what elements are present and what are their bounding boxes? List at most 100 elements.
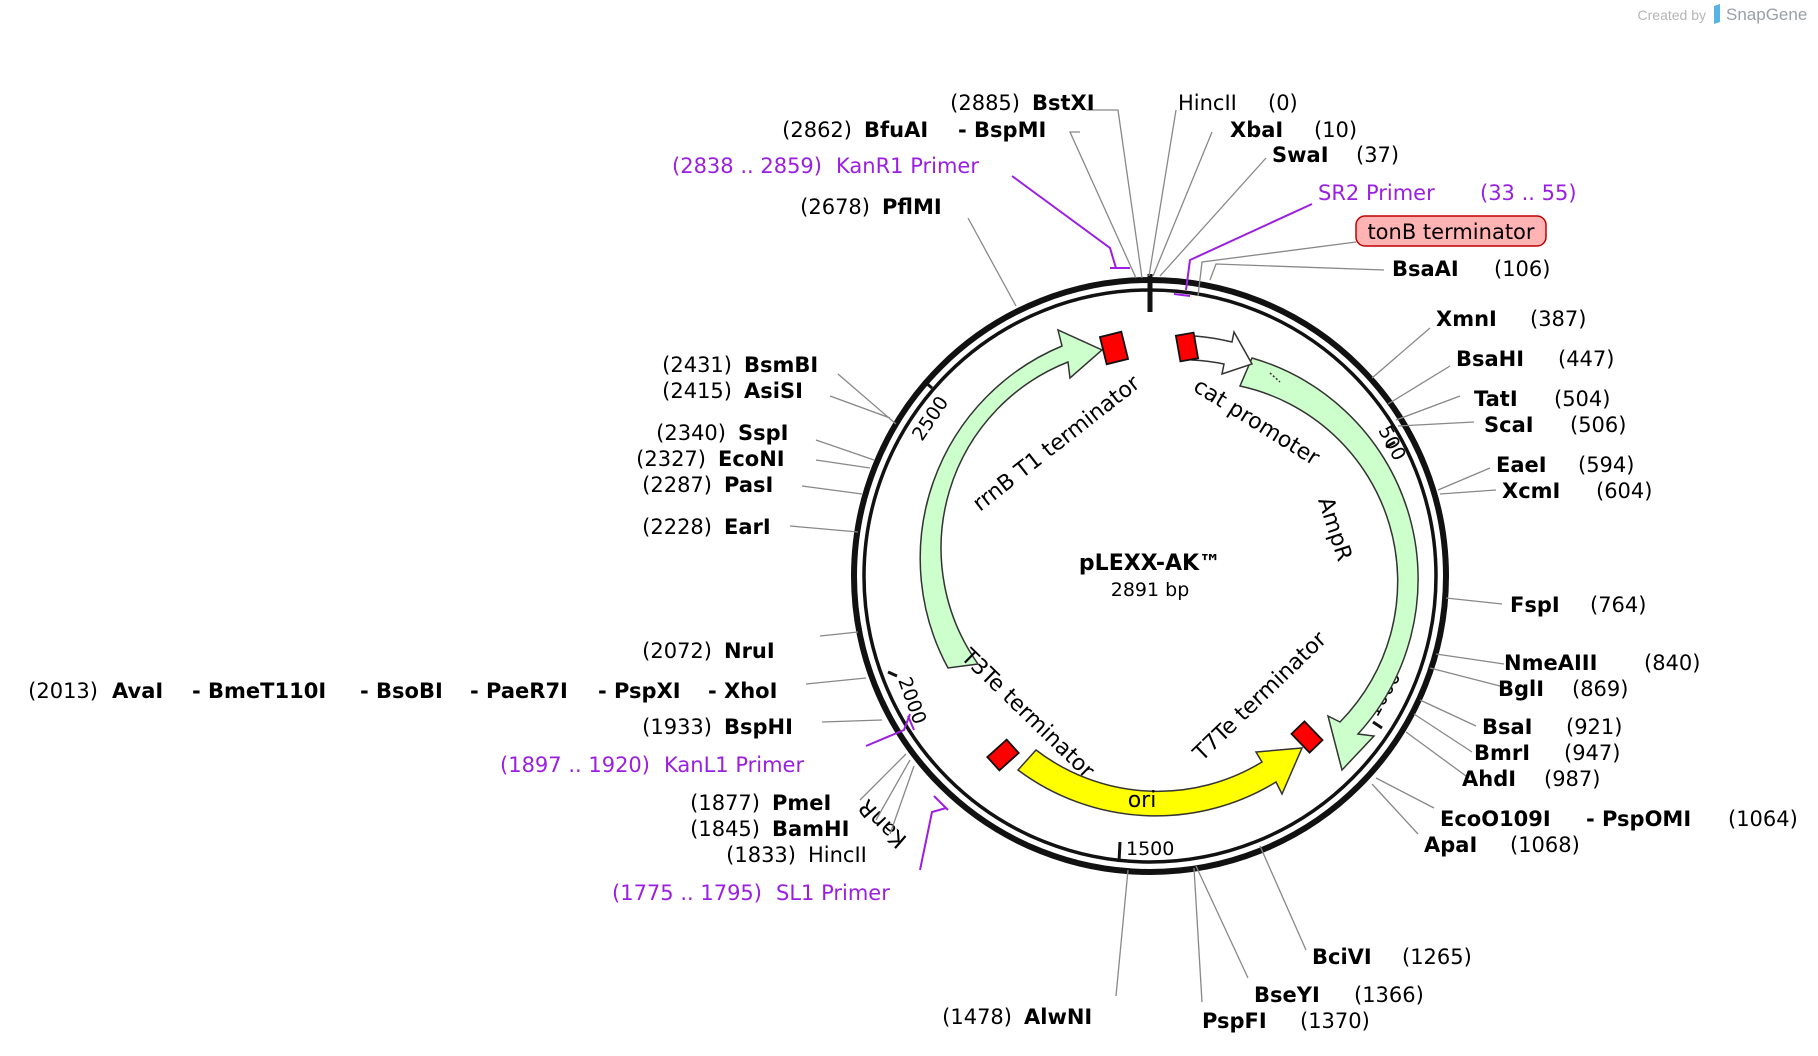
site-name-scai: ScaI	[1484, 413, 1534, 437]
plasmid-size: 2891 bp	[1111, 579, 1190, 601]
primer-range-sr2: (33 .. 55)	[1480, 181, 1577, 205]
feature-tonb[interactable]: tonB terminator	[1197, 215, 1547, 297]
site-name-bfuai: BfuAI	[864, 118, 928, 142]
site-pos-bsphi: (1933)	[642, 715, 712, 739]
site-bstxi[interactable]: (2885)BstXI	[950, 91, 1094, 115]
site-pasi[interactable]: (2287) PasI	[642, 473, 773, 497]
tick-label-1500: 1500	[1126, 838, 1174, 860]
snapgene-credit[interactable]: Created by SnapGene	[1638, 4, 1808, 24]
site-pos-bsaai: (106)	[1494, 257, 1550, 281]
site-name-bgli: BglI	[1498, 677, 1544, 701]
site-pos-pasi: (2287)	[642, 473, 712, 497]
site-pos-bcivi: (1265)	[1402, 945, 1472, 969]
site-avai[interactable]: (2013) AvaI - BmeT110I - BsoBI - PaeR7I …	[28, 679, 777, 703]
site-pos-fspi: (764)	[1590, 593, 1646, 617]
site-xbai[interactable]: XbaI(10)	[1230, 118, 1357, 142]
site-bamhi[interactable]: (1845)BamHI	[690, 817, 849, 841]
site-name-bmri: BmrI	[1474, 741, 1530, 765]
site-pos-nrui: (2072)	[642, 639, 712, 663]
plasmid-title: pLEXX-AK™ 2891 bp	[1079, 551, 1221, 601]
site-name-paer7i: - PaeR7I	[470, 679, 568, 703]
site-pos-xbai: (10)	[1314, 118, 1357, 142]
site-pos-hincii-1833: (1833)	[726, 843, 796, 867]
primer-range-kanr1: (2838 .. 2859)	[672, 154, 822, 178]
site-name-bseyi: BseYI	[1254, 983, 1320, 1007]
site-pos-eaei: (594)	[1578, 453, 1634, 477]
site-bfuai[interactable]: (2862)BfuAI- BspMI	[782, 118, 1046, 142]
site-bgli[interactable]: BglI(869)	[1498, 677, 1628, 701]
site-pos-bseyi: (1366)	[1354, 983, 1424, 1007]
site-econi[interactable]: (2327)EcoNI	[636, 447, 784, 471]
site-bsmbi[interactable]: (2431)BsmBI	[662, 353, 818, 377]
site-ecoo109i[interactable]: EcoO109I- PspOMI(1064)	[1440, 807, 1798, 831]
site-alwni[interactable]: (1478)AlwNI	[942, 1005, 1092, 1029]
site-eari[interactable]: (2228)EarI	[642, 515, 771, 539]
snapgene-logo-icon	[1714, 4, 1720, 24]
site-nmeaiii[interactable]: NmeAIII(840)	[1504, 651, 1700, 675]
site-xcmi[interactable]: XcmI(604)	[1502, 479, 1652, 503]
site-bsahi[interactable]: BsaHI(447)	[1456, 347, 1614, 371]
site-pflmi[interactable]: (2678)PflMI	[800, 195, 942, 219]
site-name-bcivi: BciVI	[1312, 945, 1372, 969]
primer-sl1[interactable]: (1775 .. 1795)SL1 Primer	[612, 881, 890, 905]
primer-kanl1[interactable]: (1897 .. 1920)KanL1 Primer	[500, 753, 804, 777]
site-apai[interactable]: ApaI(1068)	[1424, 833, 1580, 857]
primer-kanr1[interactable]: (2838 .. 2859)KanR1 Primer	[672, 154, 979, 178]
site-name-pasi: PasI	[724, 473, 773, 497]
site-eaei[interactable]: EaeI(594)	[1496, 453, 1634, 477]
primer-sr2[interactable]: SR2 Primer (33 .. 55)	[1318, 181, 1577, 205]
site-swai[interactable]: SwaI(37)	[1272, 143, 1399, 167]
site-scai[interactable]: ScaI (506)	[1484, 413, 1626, 437]
site-name-bamhi: BamHI	[772, 817, 849, 841]
site-pos-nmeaiii: (840)	[1644, 651, 1700, 675]
credit-created-by: Created by	[1638, 7, 1706, 23]
site-hincii-0[interactable]: HincII(0)	[1178, 91, 1298, 115]
site-name-bsaai: BsaAI	[1392, 257, 1459, 281]
primer-labels: (2838 .. 2859)KanR1 Primer SR2 Primer (33…	[500, 154, 1577, 905]
credit-brand: SnapGene	[1726, 5, 1807, 24]
site-name-bsmbi: BsmBI	[744, 353, 818, 377]
site-name-tati: TatI	[1474, 387, 1518, 411]
site-name-pspfi: PspFI	[1202, 1009, 1267, 1033]
primer-label-kanl1: KanL1 Primer	[664, 753, 804, 777]
site-tati[interactable]: TatI(504)	[1474, 387, 1610, 411]
site-bcivi[interactable]: BciVI (1265)	[1312, 945, 1472, 969]
site-fspi[interactable]: FspI(764)	[1510, 593, 1646, 617]
primer-label-sr2: SR2 Primer	[1318, 181, 1435, 205]
site-sspi[interactable]: (2340)SspI	[656, 421, 788, 445]
site-pos-xmni: (387)	[1530, 307, 1586, 331]
feature-t7te[interactable]: T7Te terminator	[1188, 626, 1332, 767]
site-name-swai: SwaI	[1272, 143, 1329, 167]
site-name-ahdi: AhdI	[1462, 767, 1516, 791]
site-nrui[interactable]: (2072) NruI	[642, 639, 775, 663]
site-name-pmei: PmeI	[772, 791, 831, 815]
site-hincii-1833[interactable]: (1833)HincII	[726, 843, 867, 867]
site-bsphi[interactable]: (1933)BspHI	[642, 715, 793, 739]
site-pos-sspi: (2340)	[656, 421, 726, 445]
site-asisi[interactable]: (2415)AsiSI	[662, 379, 803, 403]
site-bsai[interactable]: BsaI(921)	[1482, 715, 1622, 739]
feature-cat-start-box	[1174, 331, 1200, 363]
site-pos-scai: (506)	[1570, 413, 1626, 437]
site-ahdi[interactable]: AhdI(987)	[1462, 767, 1600, 791]
site-name-bmet110i: - BmeT110I	[192, 679, 326, 703]
site-name-pflmi: PflMI	[882, 195, 942, 219]
site-pmei[interactable]: (1877)PmeI	[690, 791, 831, 815]
site-labels: (2885)BstXI (2862)BfuAI- BspMI HincII(0)…	[28, 91, 1798, 1033]
feature-ori[interactable]: ori	[1016, 747, 1304, 817]
site-name-avai: AvaI	[112, 679, 163, 703]
site-bsaai[interactable]: BsaAI (106)	[1392, 257, 1550, 281]
site-name-nrui: NruI	[724, 639, 775, 663]
site-name-pspxi: - PspXI	[598, 679, 681, 703]
site-name-econi: EcoNI	[718, 447, 785, 471]
site-bmri[interactable]: BmrI(947)	[1474, 741, 1620, 765]
feature-label-ampr: AmpR	[1312, 494, 1356, 564]
site-name-apai: ApaI	[1424, 833, 1477, 857]
primer-range-sl1: (1775 .. 1795)	[612, 881, 762, 905]
site-bseyi[interactable]: BseYI (1366)	[1254, 983, 1424, 1007]
site-pspfi[interactable]: PspFI(1370)	[1202, 1009, 1370, 1033]
site-name-hincii-0: HincII	[1178, 91, 1237, 115]
site-name-alwni: AlwNI	[1024, 1005, 1092, 1029]
tick-label-2000: 2000	[893, 674, 930, 727]
site-xmni[interactable]: XmnI(387)	[1436, 307, 1586, 331]
